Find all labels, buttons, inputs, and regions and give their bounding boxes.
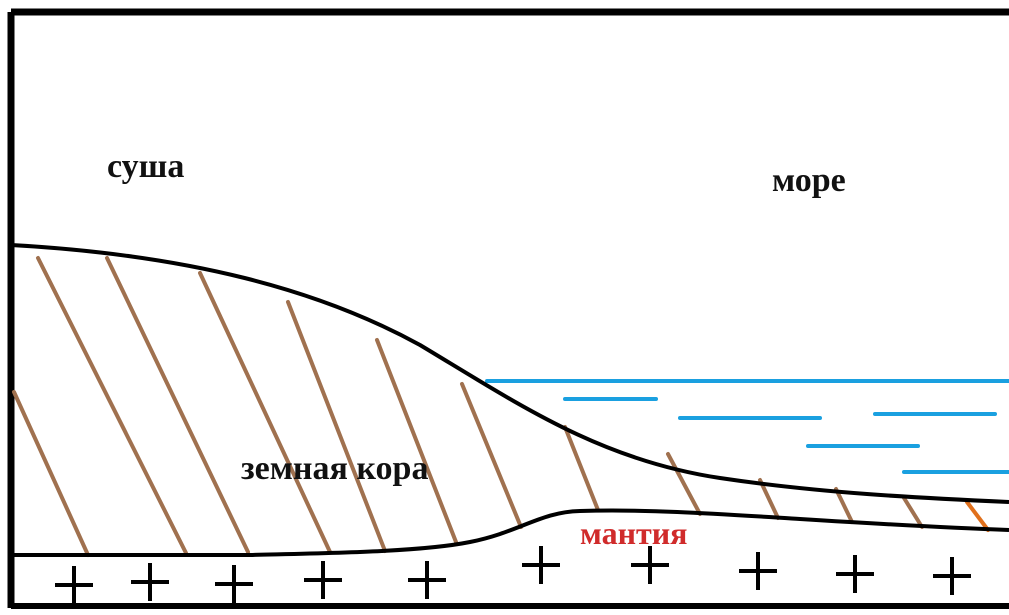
hatch-line [563,425,600,512]
mantle-plus-sign [215,565,253,603]
hatch-line [375,338,458,544]
hatch-line [12,390,90,557]
mantle-plus-sign [631,546,669,584]
sea-water-lines [485,379,1009,474]
hatch-line [36,256,188,555]
mantle-plus-sign [408,561,446,599]
crust-hatching [12,256,990,557]
hatch-line [460,382,523,529]
mantle-plus-sign [933,557,971,595]
hatch-line [834,487,854,524]
mantle-symbols [55,546,971,604]
hatch-line [105,256,250,554]
mantle-plus-sign [55,566,93,604]
mantle-plus-sign [522,546,560,584]
label-mantle: мантия [580,515,688,551]
hatch-line [286,300,387,553]
crust-surface-line [10,243,1009,504]
crust-base-line [11,508,1009,557]
hatch-line [965,500,990,532]
hatch-line [902,496,924,529]
mantle-plus-sign [304,561,342,599]
hatch-line [198,271,332,554]
mantle-plus-sign [131,563,169,601]
mantle-plus-sign [739,552,777,590]
frame [7,8,1009,609]
hatch-line [758,478,780,520]
label-sea: море [772,162,846,199]
label-land: суша [107,148,185,185]
hatch-line [666,452,702,516]
label-crust: земная кора [241,450,429,487]
mantle-plus-sign [836,555,874,593]
